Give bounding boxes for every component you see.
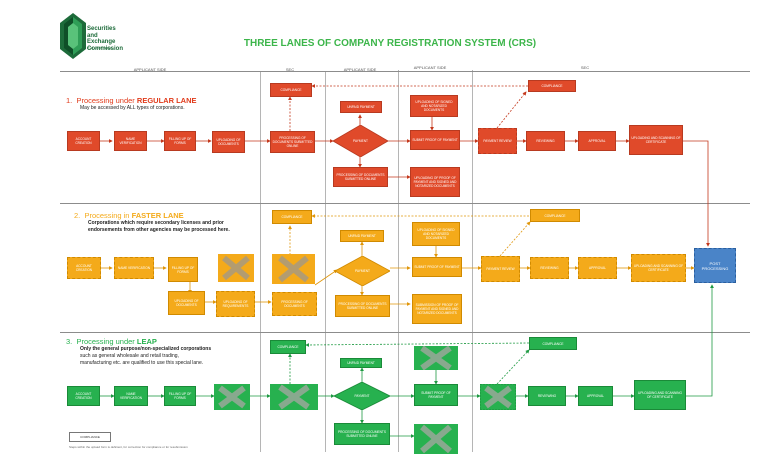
leap-name-verification: NAME VERIFICATION [114, 386, 148, 406]
faster-print-documents: PROCESSING OF DOCUMENTS SUBMITTED ONLINE [335, 295, 390, 317]
page-title: THREE LANES OF COMPANY REGISTRATION SYST… [243, 38, 537, 49]
regular-name-verification: NAME VERIFICATION [114, 131, 147, 151]
leap-compliance-2: COMPLIANCE [529, 337, 577, 350]
regular-payment-review: PAYMENT REVIEW [478, 128, 517, 154]
faster-payment-review: PAYMENT REVIEW [481, 256, 520, 282]
regular-approval: APPROVAL [578, 131, 616, 151]
regular-print-documents: PROCESSING OF DOCUMENTS SUBMITTED ONLINE [333, 167, 388, 187]
regular-upload-proof: UPLOADING OF PROOF OF PAYMENT AND SIGNED… [410, 167, 460, 197]
regular-filling-forms: FILLING UP OF FORMS [164, 131, 196, 151]
column-header-applicant-2: APPLICANT SIDE [343, 67, 377, 72]
column-divider [260, 72, 261, 452]
faster-certificate: UPLOADING AND SCANNING OF CERTIFICATE [631, 254, 686, 282]
column-header-applicant-3: APPLICANT SIDE [413, 65, 447, 70]
header-divider [60, 71, 750, 72]
leap-approval: APPROVAL [578, 386, 613, 406]
leap-print-documents: PROCESSING OF DOCUMENTS SUBMITTED ONLINE [334, 423, 390, 445]
leap-certificate: UPLOADING AND SCANNING OF CERTIFICATE [634, 380, 686, 410]
lane-1-description: May be accessed by ALL types of corporat… [80, 105, 185, 111]
faster-filling-forms: FILLING UP OF FORMS [168, 257, 198, 282]
lane-divider [60, 332, 750, 333]
faster-compliance: COMPLIANCE [272, 210, 312, 224]
column-divider [398, 70, 399, 452]
faster-submit-proof: SUBMIT PROOF OF PAYMENT [412, 257, 462, 277]
leap-compliance: COMPLIANCE [270, 340, 306, 354]
regular-compliance: COMPLIANCE [270, 83, 312, 97]
logo-subtitle: PHILIPPINES [87, 46, 113, 50]
regular-payment-decision: PAYMENT [333, 125, 388, 157]
column-header-applicant: APPLICANT SIDE [133, 67, 167, 72]
faster-upload-proof: SUBMISSION OF PROOF OF PAYMENT AND SIGNE… [412, 294, 462, 324]
leap-filling-forms: FILLING UP OF FORMS [164, 386, 196, 406]
faster-name-verification: NAME VERIFICATION [114, 257, 154, 279]
footnote: Steps within the upload form is deficien… [69, 445, 188, 449]
faster-upload-requirements: UPLOADING OF REQUIREMENTS [216, 291, 255, 317]
faster-unpaid-payment: UNPAID PAYMENT [340, 230, 384, 242]
regular-processing-documents: PROCESSING OF DOCUMENTS SUBMITTED ONLINE [270, 131, 315, 153]
lane-divider [60, 203, 750, 204]
logo-text: Securities and Exchange Commission [87, 26, 124, 52]
faster-upload-documents: UPLOADING OF DOCUMENTS [168, 291, 205, 315]
faster-upload-signed: UPLOADING OF SIGNED AND NOTARIZED DOCUME… [412, 222, 460, 246]
leap-payment-decision: PAYMENT [334, 382, 390, 410]
regular-unpaid-payment: UNPAID PAYMENT [340, 101, 382, 113]
faster-payment-decision: PAYMENT [335, 256, 390, 286]
column-header-sec: SEC [285, 67, 295, 72]
column-header-sec-2: SEC [580, 65, 590, 70]
sec-logo-icon [60, 13, 86, 59]
faster-upload-documents-skipped [218, 254, 254, 282]
leap-upload-skipped [214, 384, 250, 410]
lane-1-title: 1. Processing under REGULAR LANE [66, 96, 197, 105]
faster-reviewing: REVIEWING [530, 257, 569, 279]
faster-approval: APPROVAL [578, 257, 617, 279]
legend-compliance: COMPLIANCE [69, 432, 111, 442]
leap-processing-skipped [270, 384, 318, 410]
regular-account-creation: ACCOUNT CREATION [67, 131, 100, 151]
column-divider [472, 70, 473, 452]
lane-3-title: 3. Processing under LEAP [66, 337, 157, 346]
leap-upload-signed-skipped [414, 345, 458, 371]
faster-account-creation: ACCOUNT CREATION [67, 257, 101, 279]
regular-submit-proof: SUBMIT PROOF OF PAYMENT [410, 130, 460, 150]
regular-upload-signed: UPLOADING OF SIGNED AND NOTARIZED DOCUME… [410, 95, 458, 117]
faster-processing-skipped [272, 254, 315, 284]
leap-account-creation: ACCOUNT CREATION [67, 386, 100, 406]
lane-2-title: 2. Processing in FASTER LANE [74, 211, 184, 220]
regular-upload-documents: UPLOADING OF DOCUMENTS [212, 131, 245, 153]
lane-2-description: Corporations which require secondary lic… [88, 220, 230, 233]
faster-compliance-2: COMPLIANCE [530, 209, 580, 222]
leap-payment-review-skipped [479, 383, 517, 411]
column-divider [325, 72, 326, 452]
leap-upload-proof-skipped [414, 424, 458, 454]
regular-certificate: UPLOADING AND SCANNING OF CERTIFICATE [629, 125, 683, 155]
regular-compliance-2: COMPLIANCE [528, 80, 576, 92]
post-processing: POST PROCESSING [694, 248, 736, 283]
regular-reviewing: REVIEWING [526, 131, 565, 151]
lane-3-description: Only the general purpose/non-specialized… [80, 346, 212, 366]
leap-submit-proof: SUBMIT PROOF OF PAYMENT [414, 384, 458, 406]
leap-unpaid-payment: UNPAID PAYMENT [340, 358, 382, 368]
faster-processing-documents: PROCESSING OF DOCUMENTS [272, 292, 317, 316]
leap-reviewing: REVIEWING [528, 386, 566, 406]
